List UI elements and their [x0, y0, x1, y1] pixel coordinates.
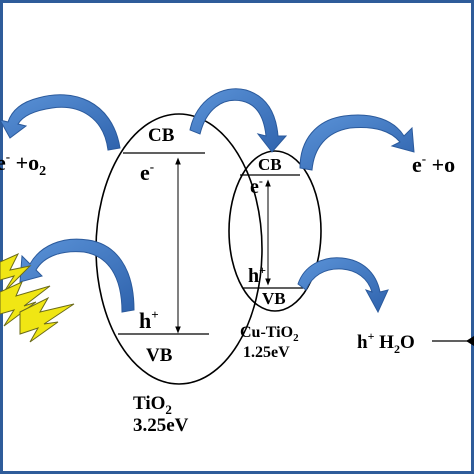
- cu-tio2-vb-label: VB: [262, 289, 286, 308]
- cu-tio2-cb-label: CB: [258, 155, 282, 174]
- tio2-cb-label: CB: [148, 125, 175, 146]
- tio2-gap-value: 3.25eV: [133, 415, 189, 436]
- tio2-electron-label: e-: [140, 159, 154, 185]
- tio2-hole-label: h+: [139, 307, 159, 333]
- water-arrowhead: [466, 336, 474, 346]
- tio2-ellipse: [95, 113, 263, 385]
- curved-arrow-cu-tio2-vb-to-water: [297, 257, 389, 314]
- right-electron-oxygen-label: e- +o: [412, 151, 455, 177]
- water-label: h+ H2O: [357, 329, 415, 356]
- cu-tio2-electron-label: e-: [250, 174, 263, 198]
- cu-tio2-ellipse: [228, 150, 322, 312]
- lightning-icon: [0, 252, 75, 343]
- curved-arrow-tio2-vb-to-left: [19, 238, 135, 313]
- curved-arrow-cu-tio2-to-right: [299, 114, 415, 171]
- tio2-name: TiO2: [133, 393, 172, 417]
- cu-tio2-hole-label: h+: [248, 263, 266, 287]
- cu-tio2-gap-value: 1.25eV: [243, 344, 290, 361]
- left-electron-oxygen-label: e- +o2: [0, 149, 46, 179]
- curved-arrow-tio2-to-left: [0, 94, 121, 151]
- tio2-vb-label: VB: [146, 345, 173, 366]
- cu-tio2-name: Cu-TiO2: [240, 324, 299, 344]
- curved-arrow-tio2-to-cu-tio2: [189, 88, 288, 153]
